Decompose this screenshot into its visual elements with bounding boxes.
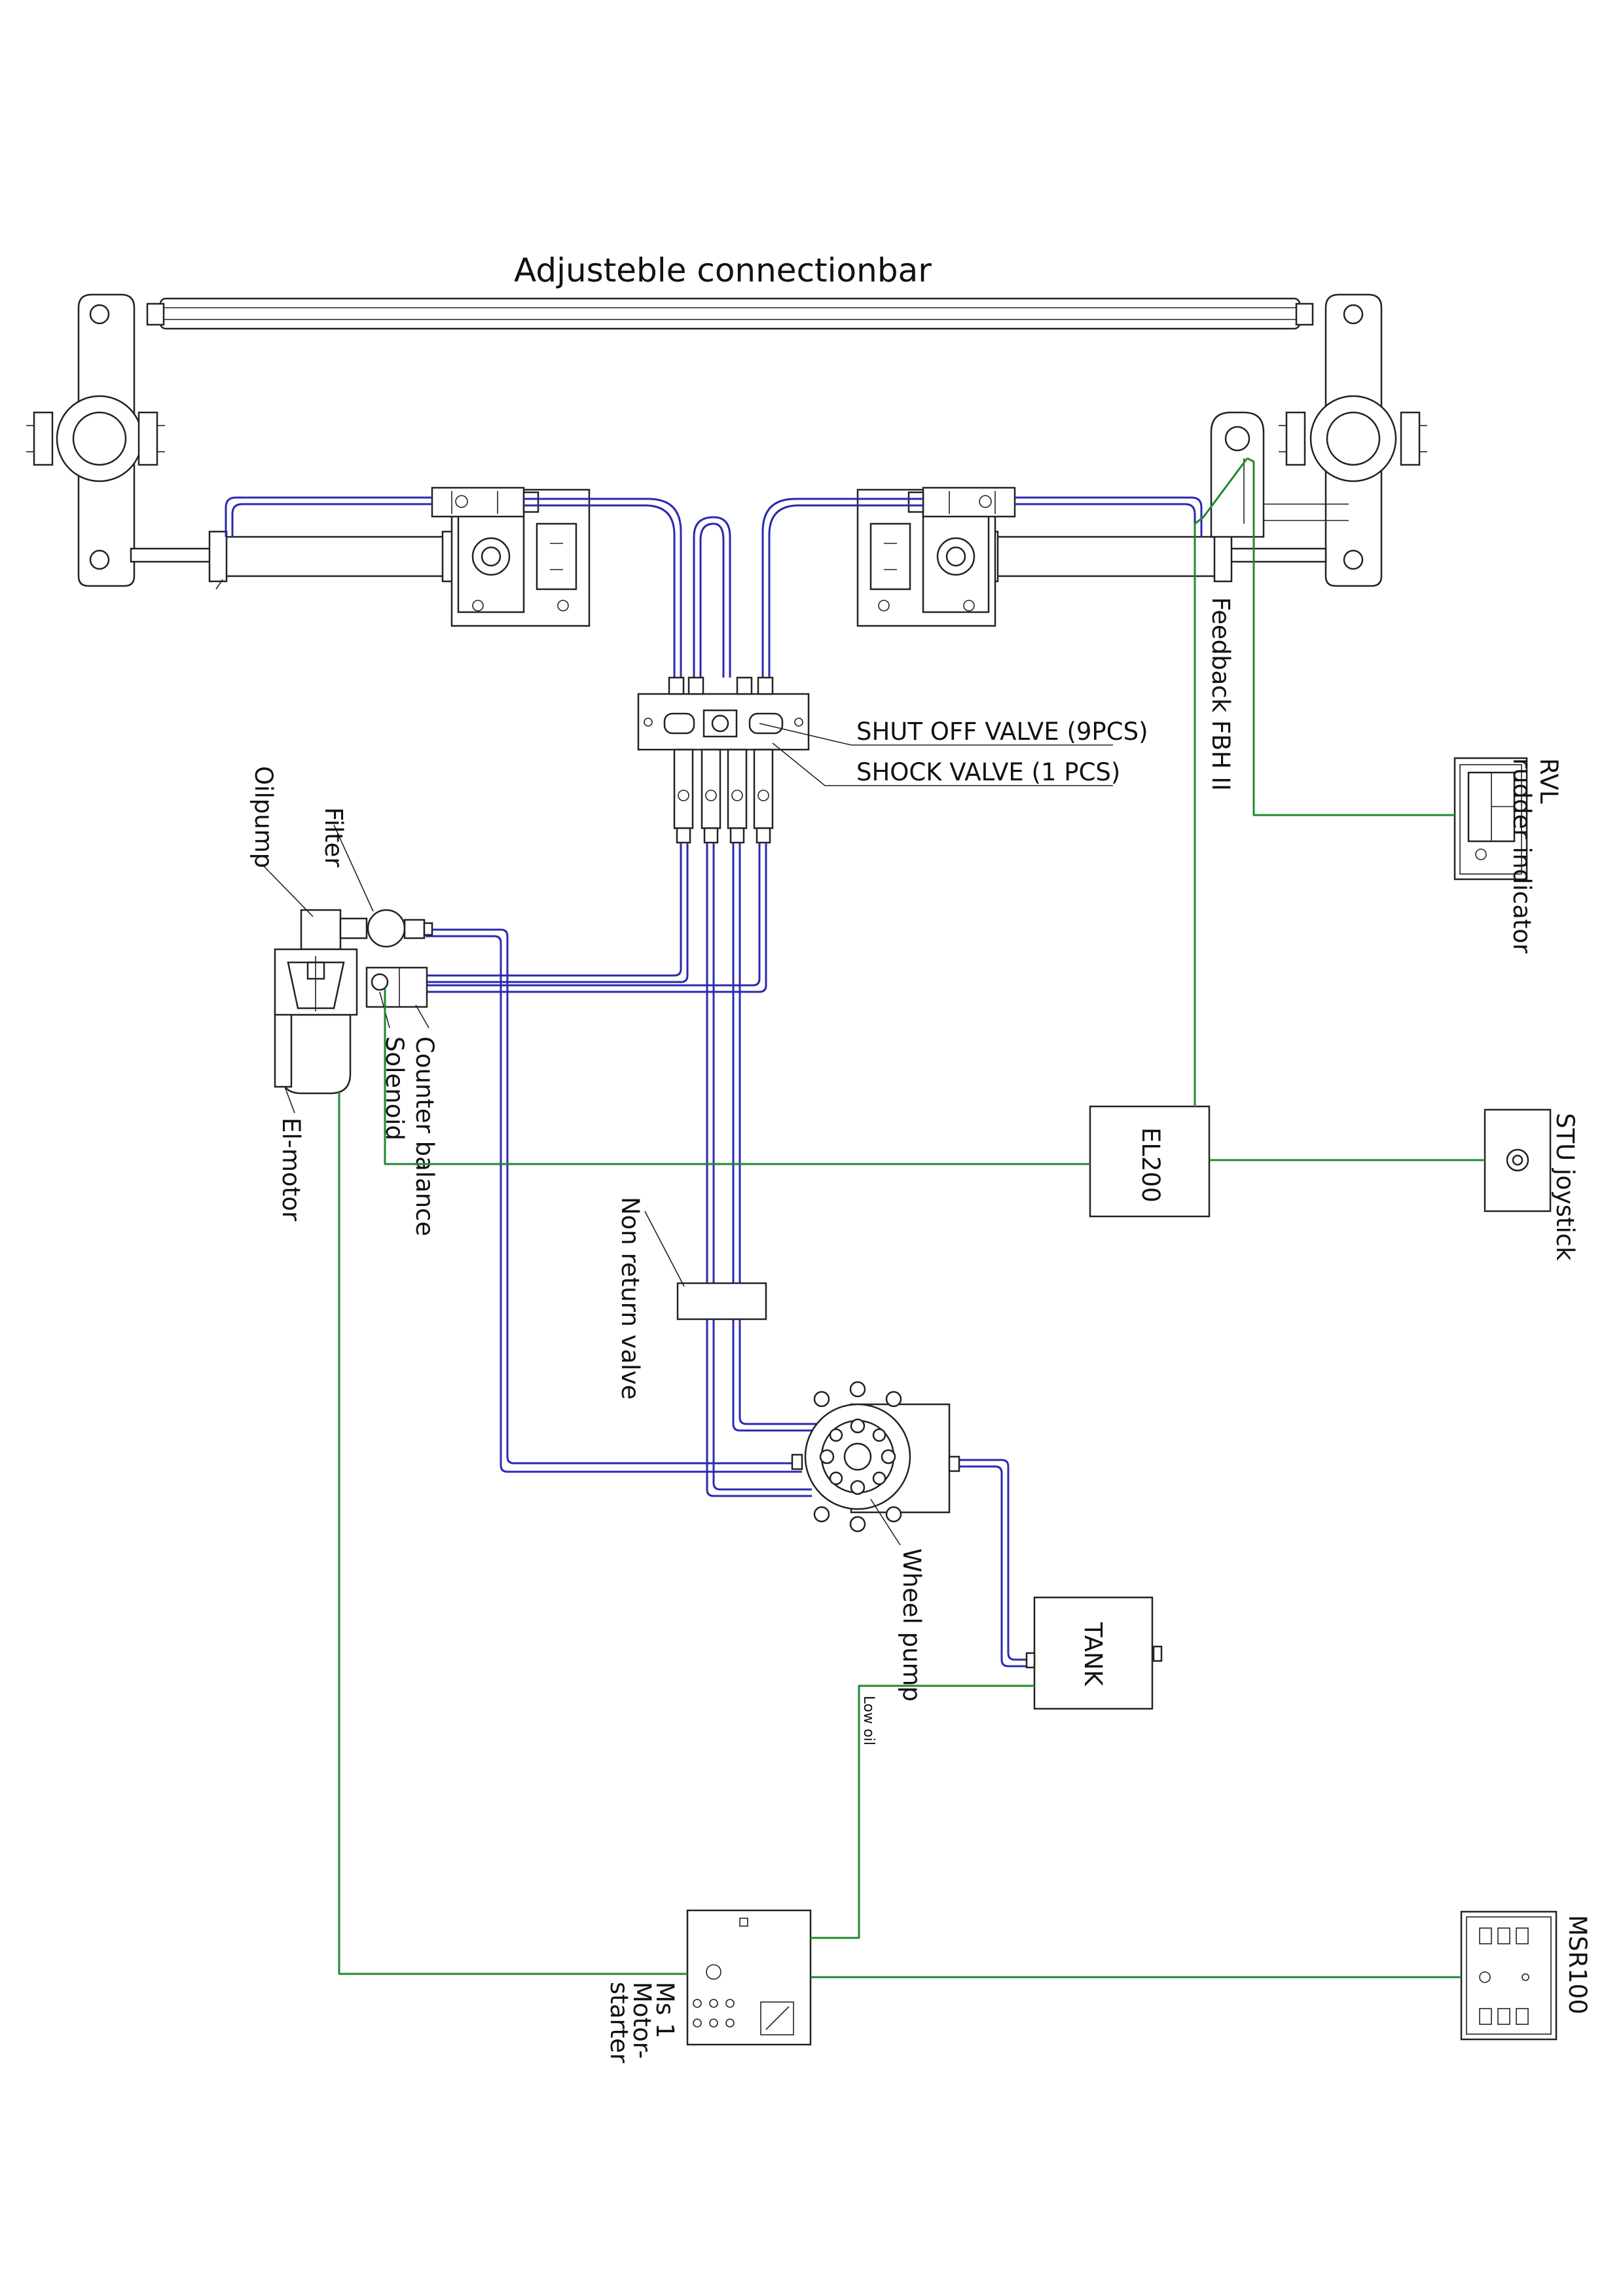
adjustable-connection-bar (146, 297, 1314, 330)
wheel-pump-label: Wheel pump (898, 1548, 926, 1702)
ms1-motor-starter (686, 1909, 812, 2046)
msr100-panel (1460, 1910, 1558, 2041)
msr100-label: MSR100 (1563, 1915, 1592, 2014)
shut-off-valve-block (637, 676, 810, 844)
wheel-pump (791, 1381, 960, 1533)
ms1-label-line3: starter (605, 1982, 633, 2064)
filter-leader (333, 824, 374, 912)
stu-joystick-label: STU joystick (1551, 1113, 1579, 1261)
hydraulic-pipes-middle (426, 843, 1034, 1667)
el-motor-label: El-motor (277, 1118, 305, 1222)
el200-box (1089, 1105, 1211, 1218)
electric-wires (338, 457, 1485, 1978)
right-tiller-arm (1279, 293, 1427, 587)
rvl-label-line2: rudder indicator (1508, 758, 1536, 954)
diagram-title: Adjusteble connectionbar (514, 251, 932, 289)
tank-label: TANK (1079, 1622, 1107, 1687)
non-return-valve-label: Non return valve (616, 1197, 644, 1400)
hydraulic-pipes-upper (225, 496, 1203, 678)
non-return-valve (676, 1282, 767, 1321)
oilpump-leader (261, 864, 314, 917)
el200-label: EL200 (1137, 1127, 1165, 1203)
shut-off-valve-leader (759, 723, 1113, 746)
left-steering-cylinder (130, 486, 591, 627)
low-oil-label: Low oil (860, 1696, 877, 1745)
oilpump-label: Oilpump (249, 766, 278, 868)
ms1-label-line1: Ms 1 (651, 1982, 679, 2039)
shut-off-valve-label: SHUT OFF VALVE (9PCS) (856, 718, 1148, 746)
oilpump-motor-assembly (274, 909, 433, 1095)
right-steering-cylinder (856, 486, 1327, 627)
rvl-rudder-indicator (1453, 757, 1528, 881)
stu-joystick (1484, 1108, 1552, 1212)
counter-balance-leader (415, 1004, 429, 1029)
ms1-label-line2: Motor- (628, 1982, 656, 2059)
el-motor-leader (284, 1086, 295, 1114)
counter-balance-label: Counter balance (410, 1036, 439, 1236)
filter-label: Filter (319, 807, 348, 867)
shock-valve-leader (772, 742, 1113, 786)
left-tiller-arm (26, 293, 165, 587)
rvl-label-line1: RVL (1535, 758, 1563, 804)
non-return-valve-leader (644, 1211, 685, 1287)
feedback-label: Feedback FBH II (1207, 597, 1235, 791)
shock-valve-label: SHOCK VALVE (1 PCS) (856, 758, 1120, 786)
wheel-pump-leader (870, 1499, 901, 1546)
feedback-unit (1210, 411, 1349, 538)
tank-box (1033, 1596, 1154, 1710)
